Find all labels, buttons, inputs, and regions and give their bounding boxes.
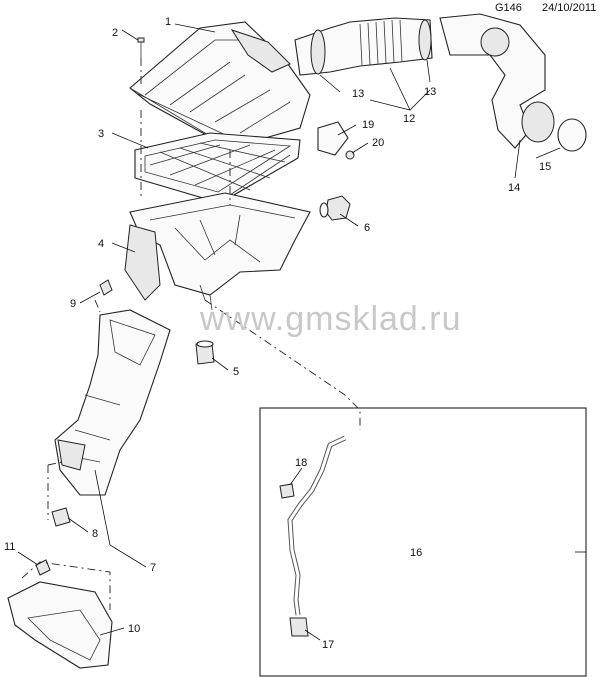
hose-clip-18 bbox=[279, 483, 295, 499]
air-cleaner-lower-housing bbox=[124, 192, 311, 311]
callout-3: 3 bbox=[98, 128, 104, 140]
leader-13a bbox=[319, 74, 341, 93]
callout-13a: 13 bbox=[352, 88, 364, 100]
grommet-6 bbox=[319, 195, 351, 221]
diagram-date: 24/10/2011 bbox=[542, 2, 597, 14]
leader-19 bbox=[337, 124, 357, 136]
leader-15 bbox=[535, 147, 561, 159]
leader-9 bbox=[79, 291, 101, 304]
leader-6 bbox=[339, 213, 359, 227]
air-filter-element bbox=[134, 132, 301, 204]
callout-4: 4 bbox=[98, 238, 104, 250]
assembly-line-breather bbox=[204, 299, 361, 430]
callout-13b: 13 bbox=[424, 86, 436, 98]
leader-14 bbox=[514, 139, 521, 179]
leader-18 bbox=[289, 467, 303, 486]
inlet-duct bbox=[54, 309, 171, 496]
callout-10: 10 bbox=[128, 623, 140, 635]
callout-2: 2 bbox=[112, 27, 118, 39]
hose-clamp-13 bbox=[310, 19, 432, 75]
callout-6: 6 bbox=[364, 222, 370, 234]
callout-14: 14 bbox=[508, 182, 520, 194]
leader-11 bbox=[17, 551, 39, 566]
leader-8 bbox=[67, 517, 89, 533]
leader-13b bbox=[426, 59, 431, 83]
leader-10 bbox=[99, 627, 125, 636]
callout-11: 11 bbox=[4, 541, 15, 553]
breather-hose-box bbox=[259, 407, 587, 677]
callout-1: 1 bbox=[165, 16, 171, 28]
callout-12: 12 bbox=[403, 113, 415, 125]
leader-12 bbox=[369, 67, 431, 111]
callout-19: 19 bbox=[362, 119, 374, 131]
watermark: www.gmsklad.ru bbox=[200, 300, 462, 338]
grommet-8 bbox=[51, 507, 71, 527]
resonator-elbow bbox=[439, 13, 555, 149]
grommet-5 bbox=[195, 340, 215, 365]
callout-18: 18 bbox=[295, 457, 307, 469]
assembly-line-lower bbox=[21, 299, 111, 610]
grommet-9 bbox=[99, 279, 113, 296]
callout-16: 16 bbox=[410, 547, 422, 559]
leader-7 bbox=[94, 469, 147, 568]
leader-4 bbox=[111, 242, 136, 253]
assembly-line-upper bbox=[140, 58, 231, 205]
mass-airflow-sensor bbox=[317, 121, 349, 156]
callout-17: 17 bbox=[322, 639, 334, 651]
hose-connector-17 bbox=[289, 617, 309, 637]
callout-15: 15 bbox=[539, 161, 551, 173]
callout-5: 5 bbox=[233, 366, 239, 378]
callout-9: 9 bbox=[70, 298, 76, 310]
leader-3 bbox=[111, 132, 149, 149]
bolt-2 bbox=[137, 37, 145, 58]
air-cleaner-cover bbox=[129, 21, 311, 149]
lower-duct bbox=[7, 581, 113, 669]
hose-clamp-15 bbox=[557, 118, 587, 152]
leader-2 bbox=[121, 29, 139, 41]
callout-7: 7 bbox=[150, 562, 156, 574]
leader-17 bbox=[304, 629, 321, 641]
breather-hose bbox=[287, 435, 347, 616]
diagram-code: G146 bbox=[495, 2, 522, 14]
callout-8: 8 bbox=[92, 528, 98, 540]
callout-20: 20 bbox=[372, 137, 384, 149]
leader-20 bbox=[351, 142, 369, 154]
clip-11 bbox=[35, 559, 51, 576]
leader-1 bbox=[174, 23, 216, 33]
leader-5 bbox=[211, 357, 229, 371]
